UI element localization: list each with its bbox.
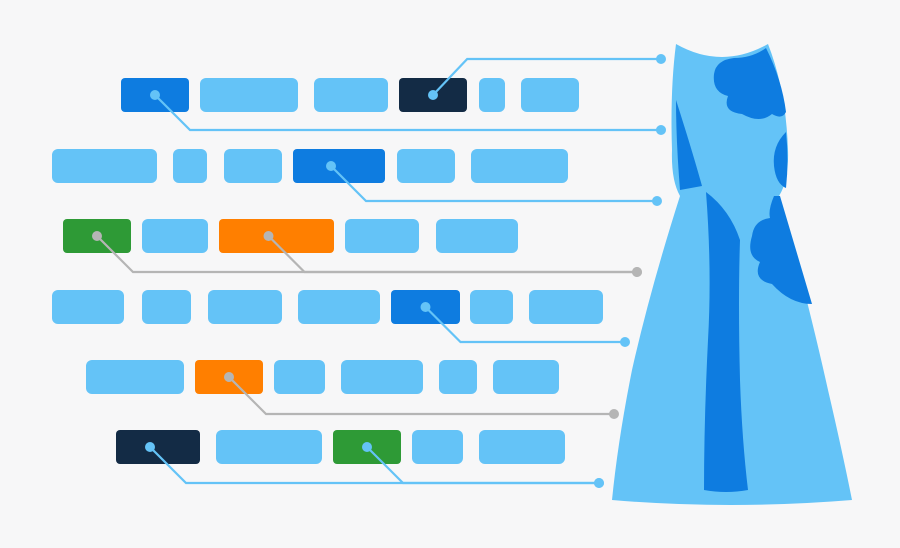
connector-line xyxy=(330,165,657,203)
connector-line xyxy=(267,235,637,274)
connector-start-dot xyxy=(150,90,160,100)
attribute-tag xyxy=(470,290,513,324)
connector-end-dot xyxy=(632,267,642,277)
highlighted-tag-blue xyxy=(293,149,385,183)
highlighted-tag-navy xyxy=(116,430,200,464)
dress-icon xyxy=(612,44,852,505)
connector-line xyxy=(228,376,614,416)
dress-skirt-patch xyxy=(750,196,812,304)
attribute-tag xyxy=(412,430,463,464)
attribute-tag xyxy=(298,290,380,324)
attribute-tag xyxy=(142,290,191,324)
connector-end-dot xyxy=(609,409,619,419)
attribute-tag xyxy=(200,78,298,112)
dress-waist-patch xyxy=(773,132,788,188)
attribute-tag xyxy=(436,219,518,253)
connector-line xyxy=(424,306,625,344)
connector-start-dot xyxy=(145,442,155,452)
attribute-tag xyxy=(439,360,477,394)
attribute-tag xyxy=(173,149,207,183)
connector-end-dot xyxy=(594,478,604,488)
connector-end-dot xyxy=(656,54,666,64)
attribute-tag xyxy=(521,78,579,112)
attribute-tag xyxy=(479,430,565,464)
dress-bodice-stripe xyxy=(676,100,702,190)
connector-start-dot xyxy=(326,161,336,171)
attribute-tag xyxy=(52,149,157,183)
connector-start-dot xyxy=(420,302,431,312)
attribute-tag xyxy=(397,149,455,183)
connector-end-dot xyxy=(620,337,630,347)
connector-start-dot xyxy=(224,372,234,382)
dress-skirt-panel xyxy=(704,192,748,492)
attribute-tag xyxy=(529,290,603,324)
connector-start-dot xyxy=(263,231,274,241)
attribute-tag xyxy=(493,360,559,394)
attribute-tag xyxy=(314,78,388,112)
highlighted-tag-orange xyxy=(219,219,334,253)
attribute-tag xyxy=(341,360,423,394)
attribute-tag xyxy=(216,430,322,464)
connector-line xyxy=(366,446,599,485)
connector-start-dot xyxy=(92,231,102,241)
attribute-tag xyxy=(52,290,124,324)
connector-start-dot xyxy=(362,442,372,452)
connector-end-dot xyxy=(656,125,666,135)
connector-line xyxy=(432,57,661,96)
attribute-tag xyxy=(142,219,208,253)
dress-bodice-patch xyxy=(713,48,786,119)
attribute-tag xyxy=(86,360,184,394)
connector-line xyxy=(154,94,661,132)
attribute-tag xyxy=(274,360,325,394)
attribute-tag xyxy=(208,290,282,324)
connector-lines xyxy=(92,54,666,488)
connector-end-dot xyxy=(652,196,662,206)
attribute-tag xyxy=(345,219,419,253)
attribute-tag xyxy=(471,149,568,183)
attribute-tag xyxy=(479,78,505,112)
connector-start-dot xyxy=(428,90,438,100)
attribute-tag xyxy=(224,149,282,183)
